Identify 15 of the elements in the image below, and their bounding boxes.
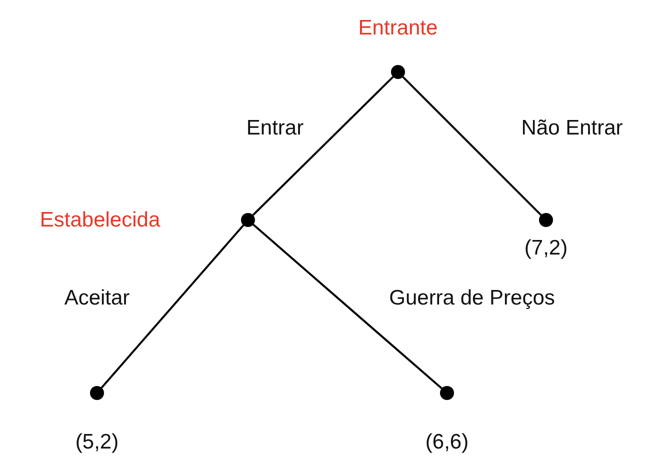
tree-branch-line (100, 224, 244, 388)
decision-node-dot (539, 213, 553, 227)
tree-branch-line (402, 76, 542, 216)
payoff-label: (5,2) (75, 432, 119, 452)
payoff-label: (7,2) (524, 238, 568, 258)
player-label: Estabelecida (40, 210, 160, 230)
payoff-label: (6,6) (425, 432, 469, 452)
player-label: Entrante (358, 18, 438, 38)
tree-branch-line (252, 224, 442, 390)
decision-node-dot (391, 65, 405, 79)
decision-node-dot (440, 386, 454, 400)
edge-label: Guerra de Preços (389, 288, 555, 308)
tree-branch-line (252, 76, 394, 216)
decision-node-dot (90, 386, 104, 400)
decision-node-dot (241, 213, 255, 227)
